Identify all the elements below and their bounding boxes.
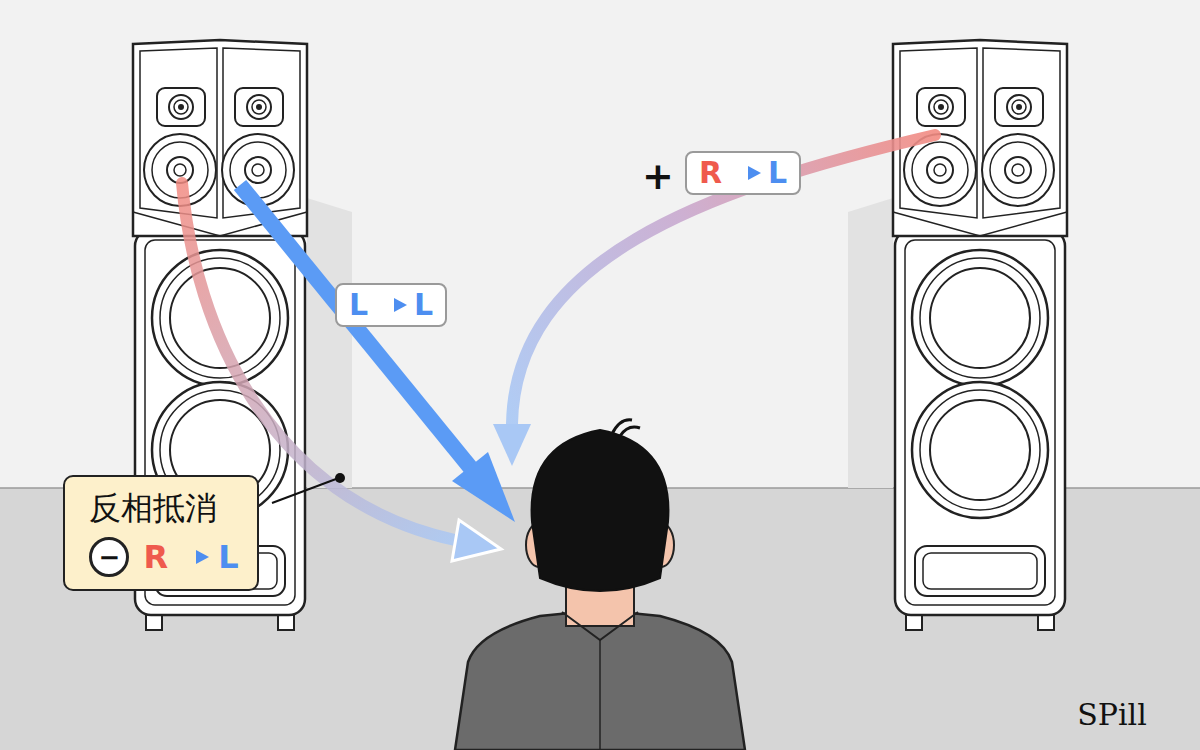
channel-letter: R [699, 155, 722, 191]
channel-letter: L [768, 155, 787, 191]
sign-symbol: − [89, 537, 129, 577]
signal-label-box: LL [335, 283, 447, 327]
arrow-icon [728, 164, 762, 182]
watermark: SPill [1077, 697, 1147, 732]
callout-row: −R L [89, 537, 238, 577]
arrow-icon [374, 296, 408, 314]
callout-box: 反相抵消 −R L [63, 475, 258, 591]
channel-letter: L [349, 287, 368, 323]
arrow-icon [176, 548, 210, 566]
channel-letter: R [143, 538, 168, 576]
signal-label-box: RL [685, 151, 801, 195]
plus-sign: + [642, 154, 674, 198]
callout-title: 反相抵消 [89, 487, 217, 529]
channel-letter: L [414, 287, 433, 323]
channel-letter: L [218, 538, 238, 576]
